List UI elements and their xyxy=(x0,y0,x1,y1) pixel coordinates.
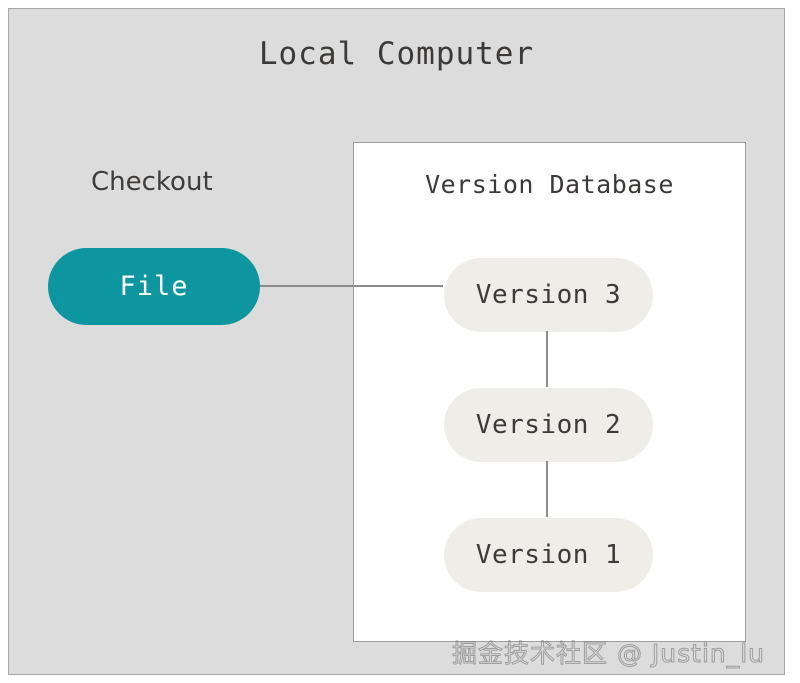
version-node-3[interactable]: Version 3 xyxy=(444,258,653,332)
version-database-title: Version Database xyxy=(425,170,674,199)
version-node-1[interactable]: Version 1 xyxy=(444,518,653,592)
file-node[interactable]: File xyxy=(48,248,260,325)
local-computer-container: Local Computer Checkout Version Database… xyxy=(8,8,785,675)
checkout-label: Checkout xyxy=(91,167,213,197)
page-title: Local Computer xyxy=(258,36,535,72)
watermark: 掘金技术社区 @ Justin_lu xyxy=(451,639,766,669)
version-database-panel: Version Database Version 3 Version 2 Ver… xyxy=(353,142,746,642)
version-node-2[interactable]: Version 2 xyxy=(444,388,653,462)
